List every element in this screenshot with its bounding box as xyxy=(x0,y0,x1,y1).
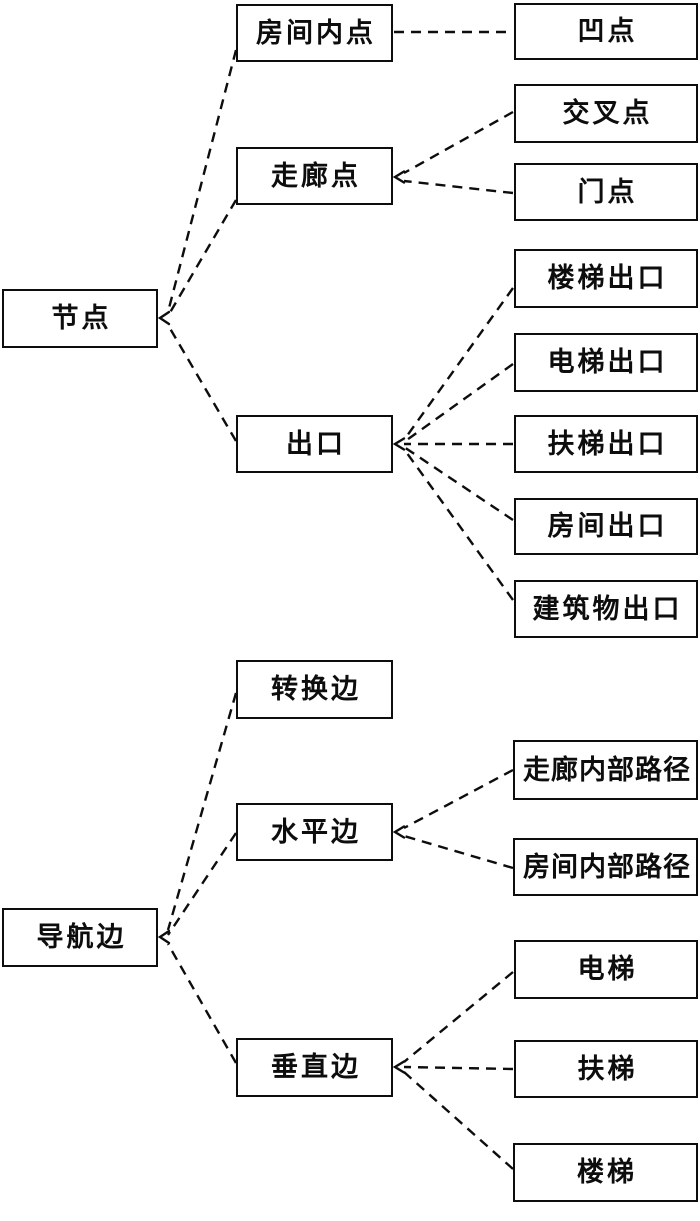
edge-room-inner-to-node xyxy=(166,49,238,313)
node-cross-point: 交叉点 xyxy=(514,84,698,143)
node-exit: 出口 xyxy=(236,415,393,473)
node-vertical-edge: 垂直边 xyxy=(236,1038,393,1097)
arrowhead-into-nav-edge xyxy=(157,929,171,945)
node-corridor-inner-path: 走廊内部路径 xyxy=(513,740,698,800)
edge-elevexit-to-exit xyxy=(403,363,514,443)
edge-stair-to-vertical xyxy=(403,1071,514,1170)
edge-exit-to-node xyxy=(166,324,238,442)
edge-escalator-to-vertical xyxy=(403,1065,514,1071)
edge-roomexit-to-exit xyxy=(403,446,514,521)
node-node: 节点 xyxy=(2,289,158,348)
edge-door-to-corridor xyxy=(403,179,514,195)
node-building-exit: 建筑物出口 xyxy=(514,580,698,638)
node-escalator: 扶梯 xyxy=(514,1040,698,1098)
node-escalator-exit: 扶梯出口 xyxy=(514,415,698,473)
edge-stairexit-to-exit xyxy=(403,287,514,441)
node-elevator: 电梯 xyxy=(514,940,698,999)
arrowhead-into-vertical-edge xyxy=(392,1060,406,1074)
node-concave-point: 凹点 xyxy=(514,3,698,60)
edge-corrpath-to-horizontal xyxy=(403,768,514,830)
edge-elevator-to-vertical xyxy=(403,971,514,1063)
node-transfer-edge: 转换边 xyxy=(236,660,393,719)
node-door-point: 门点 xyxy=(514,163,698,221)
edge-transfer-to-nav xyxy=(166,692,238,931)
node-room-inner-point: 房间内点 xyxy=(236,4,393,62)
node-nav-edge: 导航边 xyxy=(2,908,158,967)
edge-corridor-to-node xyxy=(166,199,238,317)
edge-cross-to-corridor xyxy=(403,110,514,175)
node-stair: 楼梯 xyxy=(513,1143,698,1202)
node-room-inner-path: 房间内部路径 xyxy=(513,838,698,896)
edge-vertical-to-nav xyxy=(166,943,238,1064)
arrowhead-into-exit xyxy=(392,437,406,451)
edge-bldgexit-to-exit xyxy=(403,448,514,601)
node-elevator-exit: 电梯出口 xyxy=(514,333,698,392)
node-stair-exit: 楼梯出口 xyxy=(514,249,698,308)
node-corridor-point: 走廊点 xyxy=(236,147,393,205)
arrowhead-into-corridor-point xyxy=(392,170,406,184)
node-horizontal-edge: 水平边 xyxy=(236,803,393,861)
edge-horizontal-to-nav xyxy=(167,832,237,936)
arrowhead-into-node xyxy=(157,310,171,326)
arrowhead-into-horizontal-edge xyxy=(392,825,406,839)
node-room-exit: 房间出口 xyxy=(514,498,698,555)
edge-roompath-to-horizontal xyxy=(403,834,514,870)
